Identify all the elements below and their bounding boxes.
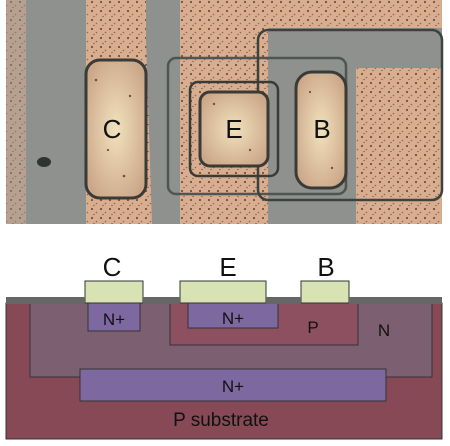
micrograph-label-base: B bbox=[313, 114, 330, 144]
terminal-label-collector: C bbox=[103, 252, 122, 282]
region-label-substrate: P substrate bbox=[173, 410, 269, 431]
region-label-base-p: P bbox=[307, 318, 318, 337]
emitter-diffusion-edge bbox=[188, 80, 280, 178]
collector-metal-contact bbox=[84, 280, 144, 306]
terminal-label-emitter: E bbox=[219, 252, 236, 282]
n-plus-collector-region bbox=[87, 302, 141, 332]
n-plus-buried-layer bbox=[79, 368, 387, 402]
n-plus-emitter-region bbox=[187, 302, 279, 329]
metal-top-region bbox=[180, 0, 442, 224]
cross-section: C E B N+ N+ P N N+ P substrate bbox=[5, 252, 443, 440]
metal-left-strip bbox=[6, 0, 26, 224]
region-label-buried-nplus: N+ bbox=[222, 377, 244, 396]
metal-right-region bbox=[356, 68, 442, 224]
terminal-label-base: B bbox=[317, 252, 334, 282]
emitter-metal-contact bbox=[179, 280, 267, 306]
region-label-emitter-nplus: N+ bbox=[222, 309, 244, 328]
oxide-layer bbox=[6, 297, 442, 304]
base-metal-contact bbox=[300, 280, 350, 306]
micrograph: C E B bbox=[6, 0, 444, 224]
micrograph-label-collector: C bbox=[103, 114, 122, 144]
base-pad bbox=[294, 70, 348, 190]
surface-defect bbox=[37, 157, 51, 167]
region-label-collector-nplus: N+ bbox=[103, 310, 125, 329]
micrograph-label-emitter: E bbox=[225, 114, 242, 144]
emitter-pad bbox=[198, 90, 270, 168]
region-label-epi-n: N bbox=[378, 321, 390, 340]
collector-pad bbox=[84, 58, 148, 200]
